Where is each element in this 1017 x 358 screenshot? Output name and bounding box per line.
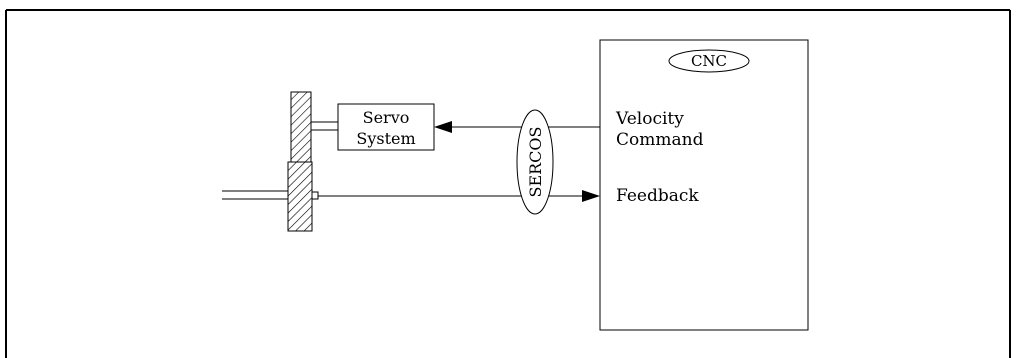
outer-frame: [5, 9, 1011, 358]
cnc-block: [599, 39, 809, 331]
servo-label-line1: Servo: [363, 108, 410, 127]
servo-label-line2: System: [356, 129, 415, 148]
servo-system-block: [337, 103, 435, 151]
upper-actuator: [290, 91, 312, 163]
feedback-label: Feedback: [616, 186, 699, 206]
cnc-label: CNC: [691, 52, 727, 70]
feedback-arrow-head: [582, 190, 600, 202]
sercos-ring: [516, 109, 554, 215]
velocity-command-label-line2: Command: [616, 130, 704, 150]
cnc-ellipse: [668, 49, 750, 73]
velocity-command-arrow-head: [434, 121, 452, 133]
lower-actuator: [287, 161, 313, 232]
velocity-command-label-line1: Velocity: [615, 109, 684, 129]
encoder-connector: [311, 191, 319, 200]
sercos-label: SERCOS: [526, 126, 545, 197]
